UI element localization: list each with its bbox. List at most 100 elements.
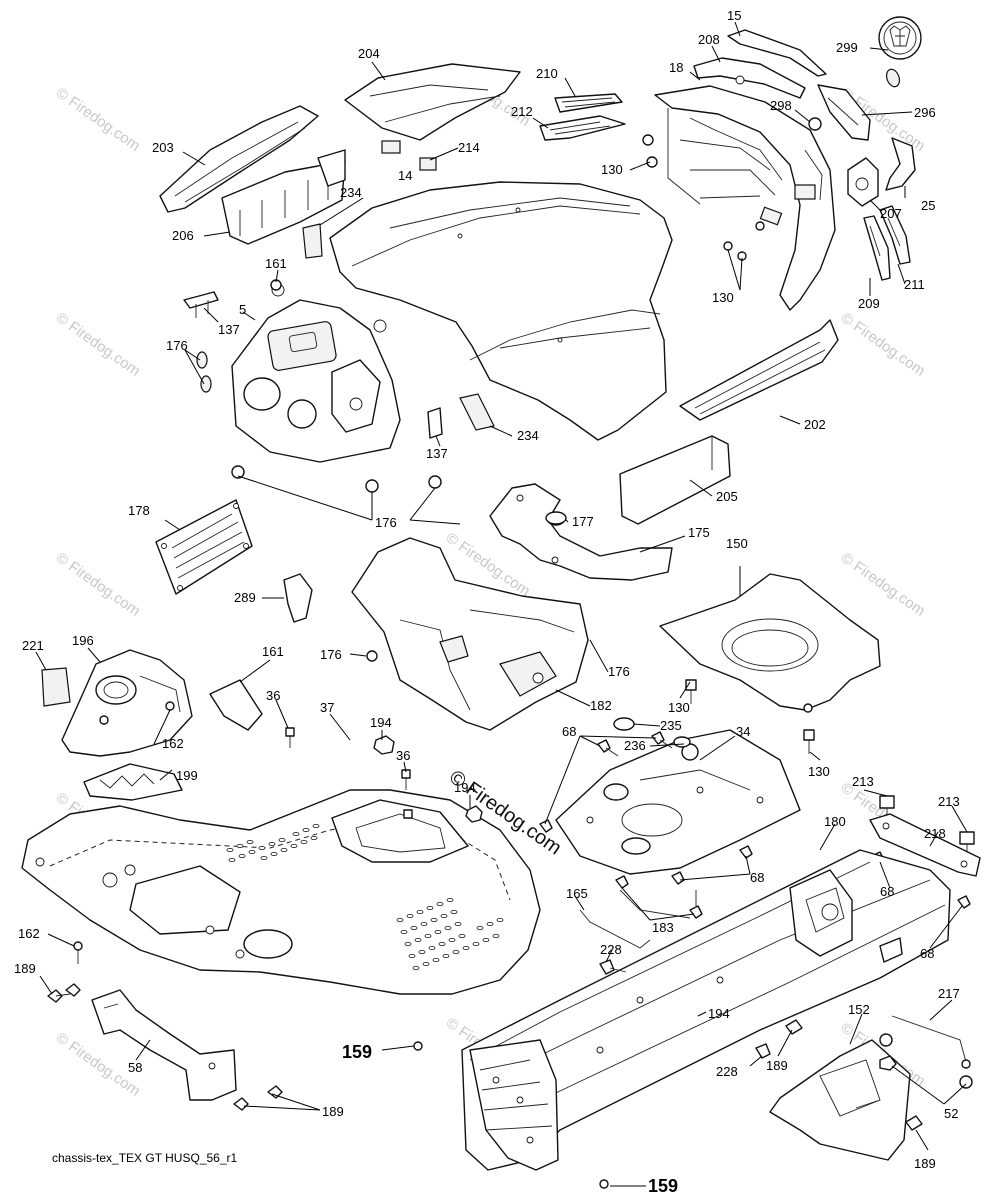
callout-175: 175 [688,525,710,540]
callout-159-upper: 159 [342,1042,372,1062]
callout-36-left: 36 [266,688,280,703]
callout-221: 221 [22,638,44,653]
callout-236: 236 [624,738,646,753]
part-298-clip [808,117,822,131]
part-203-grille-bar [159,105,319,213]
callout-177: 177 [572,514,594,529]
part-150-fender-pan [659,573,881,713]
callout-68-mid: 68 [750,870,764,885]
part-289-bracket [283,573,313,623]
part-205-panel [619,435,731,525]
part-15-strip [727,29,827,77]
part-36-bolts [285,727,413,819]
callout-176-lower: 176 [320,647,342,662]
callout-194-mid: 194 [454,780,476,795]
part-177-clip [545,511,567,525]
part-5-dashboard [231,283,401,463]
callout-228-lower: 228 [716,1064,738,1079]
callout-211: 211 [904,277,925,292]
callout-15: 15 [727,8,741,23]
watermark-text: © Firedog.com [53,549,144,619]
part-211-side-grille [879,205,911,265]
callout-152: 152 [848,1002,870,1017]
part-25-panel [885,137,916,191]
part-204-top-cover [344,63,521,141]
callout-210: 210 [536,66,558,81]
part-207-headlight [847,157,879,207]
watermark-text: © Firedog.com [838,309,929,379]
callout-176-left: 176 [166,338,188,353]
callout-183: 183 [652,920,674,935]
part-58-bracket [91,989,237,1101]
callout-206: 206 [172,228,194,243]
part-159-screws [413,1041,609,1189]
callout-189-mid: 189 [766,1058,788,1073]
callout-labels: 15 204 208 299 18 210 212 298 296 203 21… [14,8,960,1196]
callout-176-right: 176 [608,664,630,679]
callout-228-upper: 228 [600,942,622,957]
part-182-lower-dash [351,537,589,731]
callout-150: 150 [726,536,748,551]
callout-194-lower: 194 [708,1006,730,1021]
callout-14: 14 [398,168,412,183]
callout-194-left: 194 [370,715,392,730]
part-210-grille-strip [554,93,623,113]
part-130-screws [642,134,815,754]
callout-68-right: 68 [880,884,894,899]
part-37-footrest [21,789,541,995]
callout-178: 178 [128,503,150,518]
part-214-clips [381,140,437,171]
part-221-decal [41,667,71,707]
callout-217: 217 [938,986,960,1001]
callout-68-far-right: 68 [920,946,934,961]
part-212-grille-strip [539,115,626,141]
part-228-bolts [599,959,771,1059]
part-234-pad-lower [459,393,495,431]
callout-207: 207 [880,206,902,221]
part-137-clip-upper [183,291,219,318]
part-34-mounting-plate [555,729,801,875]
callout-162-lower: 162 [18,926,40,941]
callout-289: 289 [234,590,256,605]
callout-218: 218 [924,826,946,841]
part-202-grille-strip [679,319,839,421]
callout-37: 37 [320,700,334,715]
callout-68-upper: 68 [562,724,576,739]
part-217-rod [879,1015,973,1089]
part-296-side-panel [817,84,871,141]
callout-130-right: 130 [712,290,734,305]
watermark-text: © Firedog.com [838,549,929,619]
part-162-bolts [73,701,175,964]
callout-299: 299 [836,40,858,55]
callout-296: 296 [914,105,936,120]
leader-lines [35,21,968,1187]
callout-196: 196 [72,633,94,648]
callout-130-mid: 130 [668,700,690,715]
part-14-main-hood [329,181,673,441]
callout-130-top: 130 [601,162,623,177]
part-152-guard [769,1039,911,1161]
part-137-clip-lower [427,407,443,439]
callout-137-lower: 137 [426,446,448,461]
callout-18: 18 [669,60,683,75]
callout-209: 209 [858,296,880,311]
part-235-bushing [613,717,635,731]
part-196-fender-tower [61,649,193,757]
callout-208: 208 [698,32,720,47]
callout-180: 180 [824,814,846,829]
callout-137-upper: 137 [218,322,240,337]
callout-159-lower: 159 [648,1176,678,1196]
callout-214: 214 [458,140,480,155]
diagram-caption: chassis-tex_TEX GT HUSQ_56_r1 [52,1151,238,1165]
callout-213-right: 213 [938,794,960,809]
watermark-text: © Firedog.com [53,84,144,154]
part-218-bracket [869,813,981,877]
part-236-bushing [673,736,691,748]
part-165-rod [579,909,651,949]
callout-199: 199 [176,768,198,783]
callout-52: 52 [944,1106,958,1121]
part-161-panel [209,679,263,731]
part-176-rivets-left [196,351,442,493]
callout-25: 25 [921,198,935,213]
callout-36-right: 36 [396,748,410,763]
